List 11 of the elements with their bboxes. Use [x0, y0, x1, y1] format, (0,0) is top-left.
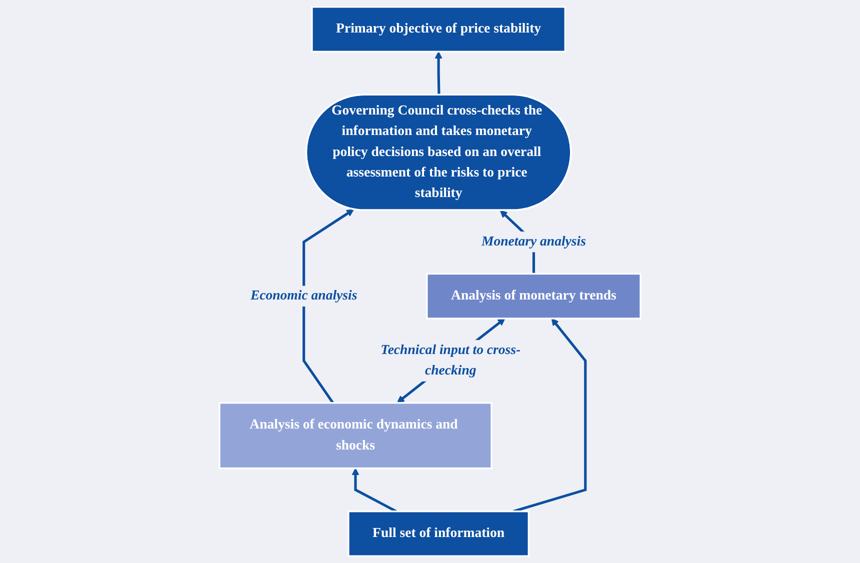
arrow	[513, 318, 587, 513]
arrow	[352, 468, 397, 512]
arrow	[434, 51, 442, 96]
edge-label: Technical input to cross-checking	[380, 342, 521, 378]
node-box: Primary objective of price stability	[311, 6, 566, 52]
arrow	[302, 209, 354, 404]
node-box: Analysis of monetary trends	[426, 272, 642, 320]
node-box: Full set of information	[348, 510, 530, 557]
edge-label: Monetary analysis	[481, 234, 586, 249]
node-box: Analysis of economic dynamics and shocks	[218, 402, 492, 470]
edge-label: Economic analysis	[250, 288, 358, 304]
